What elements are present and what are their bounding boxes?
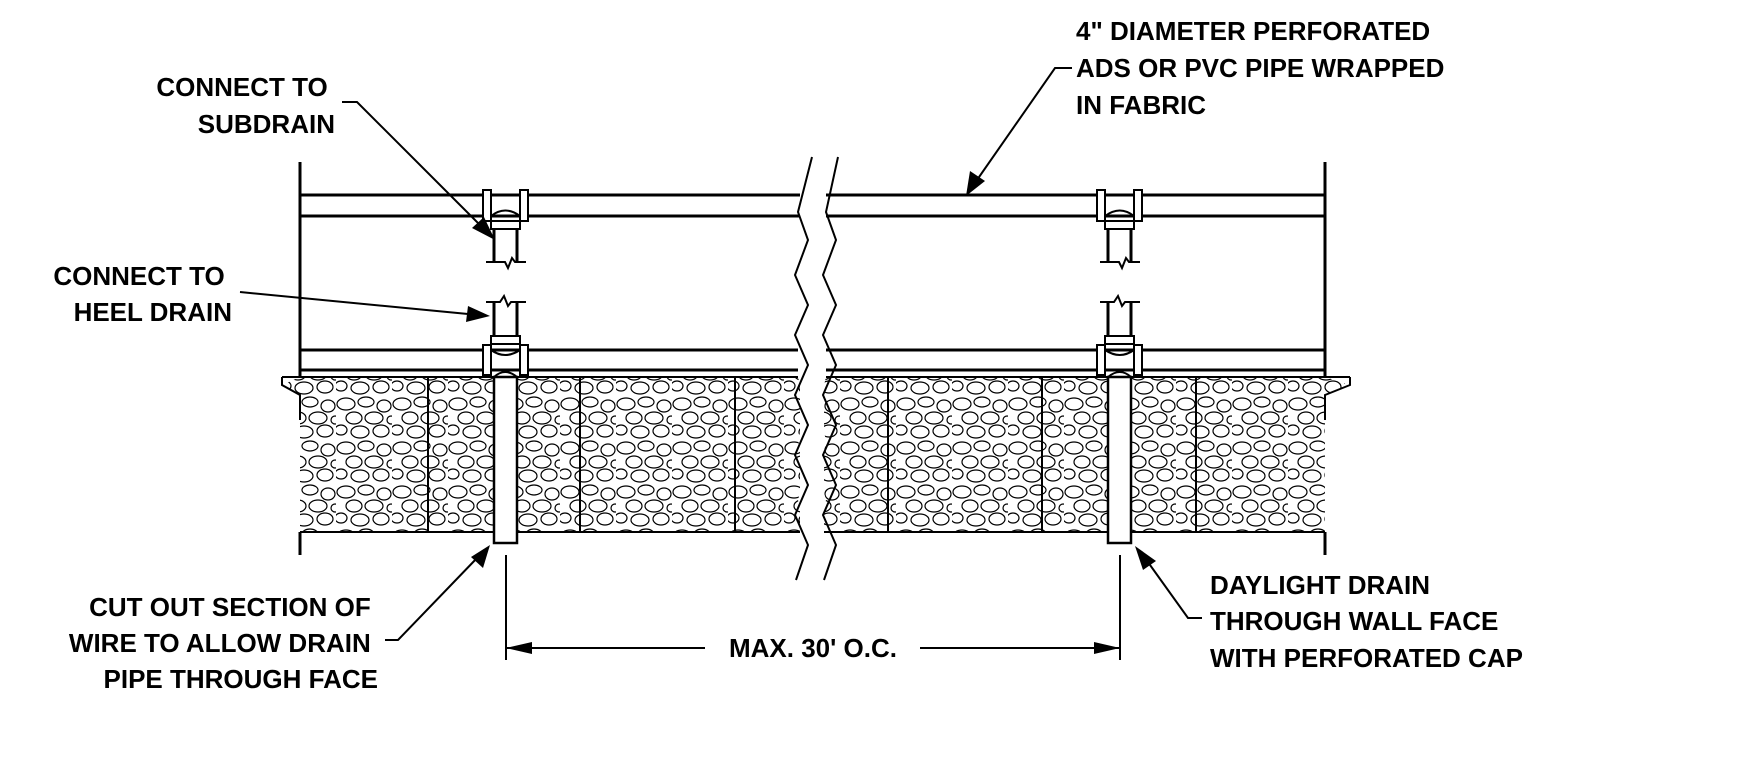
cut-out-label: CUT OUT SECTION OF WIRE TO ALLOW DRAIN P… [69,592,378,694]
panel-dividers [427,377,1197,532]
leader-heel-drain [239,291,490,322]
right-daylight-pipe [1106,375,1133,545]
band-lines [281,376,1351,533]
leader-cut-out [385,545,490,641]
left-upper-tee [482,189,529,271]
heel-drain-label: CONNECT TO HEEL DRAIN [53,261,232,327]
upper-pipe [300,193,1325,218]
rock-band-left [282,377,806,532]
right-upper-tee [1096,189,1143,271]
left-daylight-pipe [492,375,519,545]
break-lines [793,150,839,582]
lower-pipe [300,348,1325,372]
spacing-label: MAX. 30' O.C. [729,633,897,663]
rock-band-right [818,377,1350,532]
leader-pipe-spec [966,67,1072,196]
daylight-label: DAYLIGHT DRAIN THROUGH WALL FACE WITH PE… [1210,570,1523,673]
leader-subdrain [342,101,495,240]
leader-daylight [1135,546,1202,619]
spacing-dimension [505,555,1121,660]
subdrain-label: CONNECT TO SUBDRAIN [156,72,335,139]
right-lower-tee [1096,293,1143,378]
left-lower-tee [482,293,529,378]
wall-extents [298,162,1327,555]
pipe-spec-label: 4" DIAMETER PERFORATED ADS OR PVC PIPE W… [1076,16,1452,120]
